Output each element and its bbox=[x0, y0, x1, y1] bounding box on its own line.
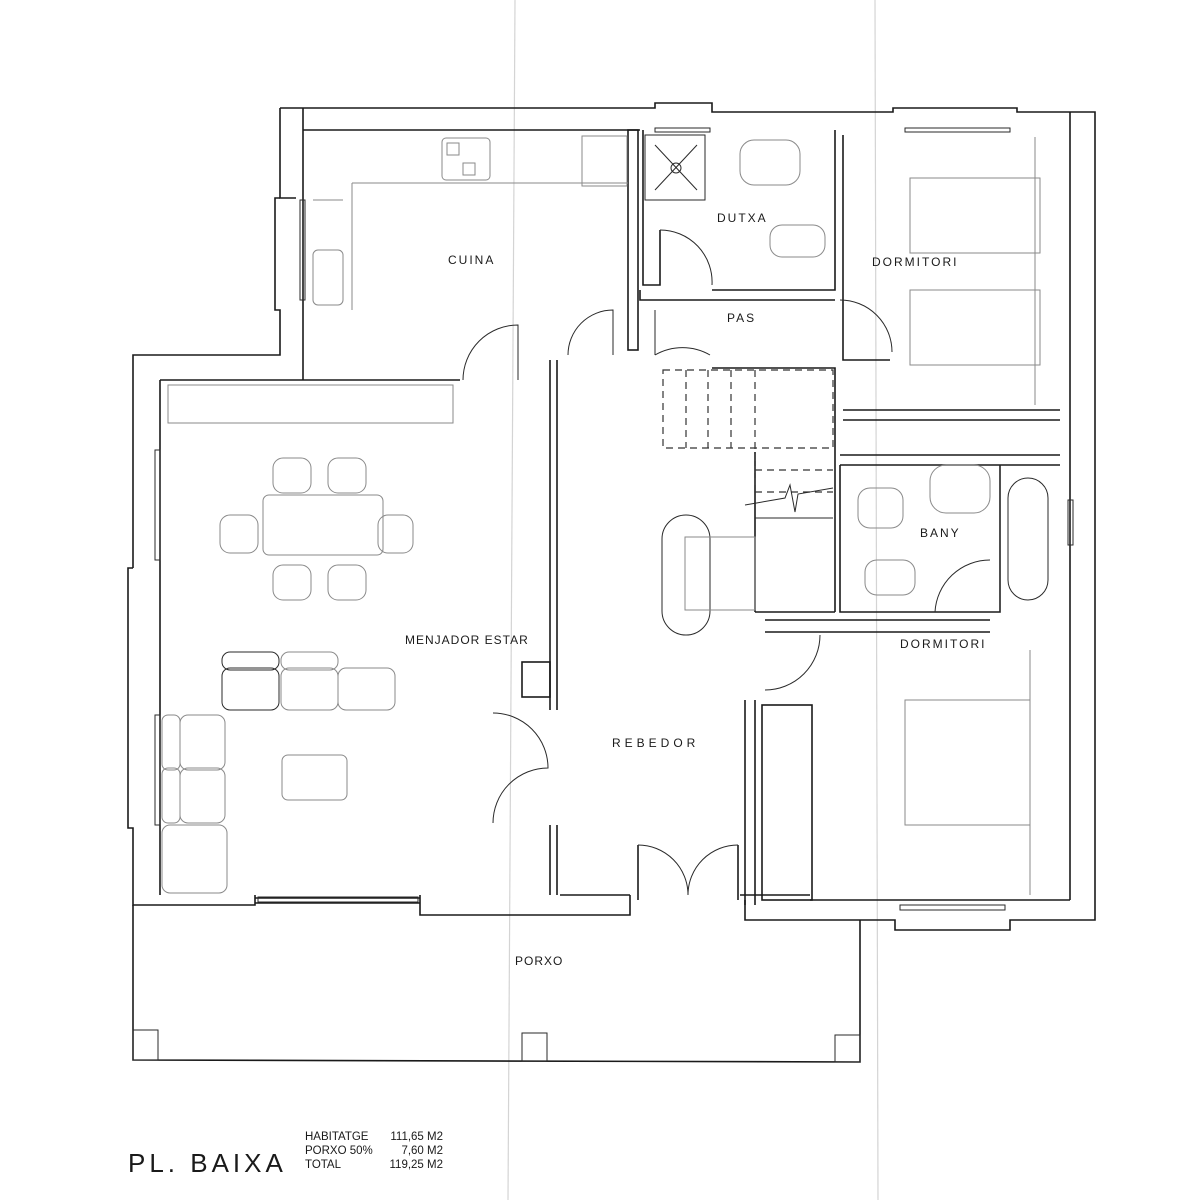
room-label-dormitori-1: DORMITORI bbox=[872, 255, 958, 269]
exterior-walls bbox=[127, 102, 1096, 931]
area-label: TOTAL bbox=[305, 1159, 341, 1171]
room-label-bany: BANY bbox=[920, 526, 961, 540]
kitchen-fixtures bbox=[312, 135, 628, 310]
room-label-rebedor: REBEDOR bbox=[612, 736, 699, 750]
plan-title: PL. BAIXA bbox=[128, 1148, 287, 1178]
staircase bbox=[661, 369, 834, 636]
room-label-dormitori-2: DORMITORI bbox=[900, 637, 986, 651]
doors bbox=[462, 229, 991, 896]
porch bbox=[132, 905, 861, 1063]
area-row-total: TOTAL 119,25 M2 bbox=[305, 1158, 443, 1172]
area-value: 7,60 M2 bbox=[401, 1145, 443, 1157]
area-label: HABITATGE bbox=[305, 1131, 369, 1143]
area-row-habitatge: HABITATGE 111,65 M2 bbox=[305, 1130, 443, 1144]
shower-fixtures bbox=[644, 134, 826, 258]
room-label-menjador-estar: MENJADOR ESTAR bbox=[405, 633, 529, 647]
area-value: 111,65 M2 bbox=[390, 1131, 443, 1143]
bathroom-fixtures bbox=[857, 464, 1049, 612]
living-dining-furniture bbox=[161, 384, 454, 894]
room-labels: CUINA DUTXA PAS DORMITORI BANY DORMITORI… bbox=[405, 211, 986, 968]
bedroom-1-furniture bbox=[909, 137, 1041, 405]
bedroom-2-furniture bbox=[904, 650, 1031, 895]
area-label: PORXO 50% bbox=[305, 1145, 373, 1157]
area-row-porxo: PORXO 50% 7,60 M2 bbox=[305, 1144, 443, 1158]
interior-walls bbox=[521, 129, 1060, 905]
paper-fold-lines bbox=[507, 0, 879, 1200]
area-value: 119,25 M2 bbox=[389, 1159, 444, 1171]
area-summary-table: HABITATGE 111,65 M2 PORXO 50% 7,60 M2 TO… bbox=[305, 1130, 443, 1172]
windows bbox=[154, 127, 1074, 911]
room-label-dutxa: DUTXA bbox=[717, 211, 768, 225]
room-label-porxo: PORXO bbox=[515, 954, 563, 968]
room-label-cuina: CUINA bbox=[448, 253, 495, 267]
room-label-pas: PAS bbox=[727, 311, 756, 325]
